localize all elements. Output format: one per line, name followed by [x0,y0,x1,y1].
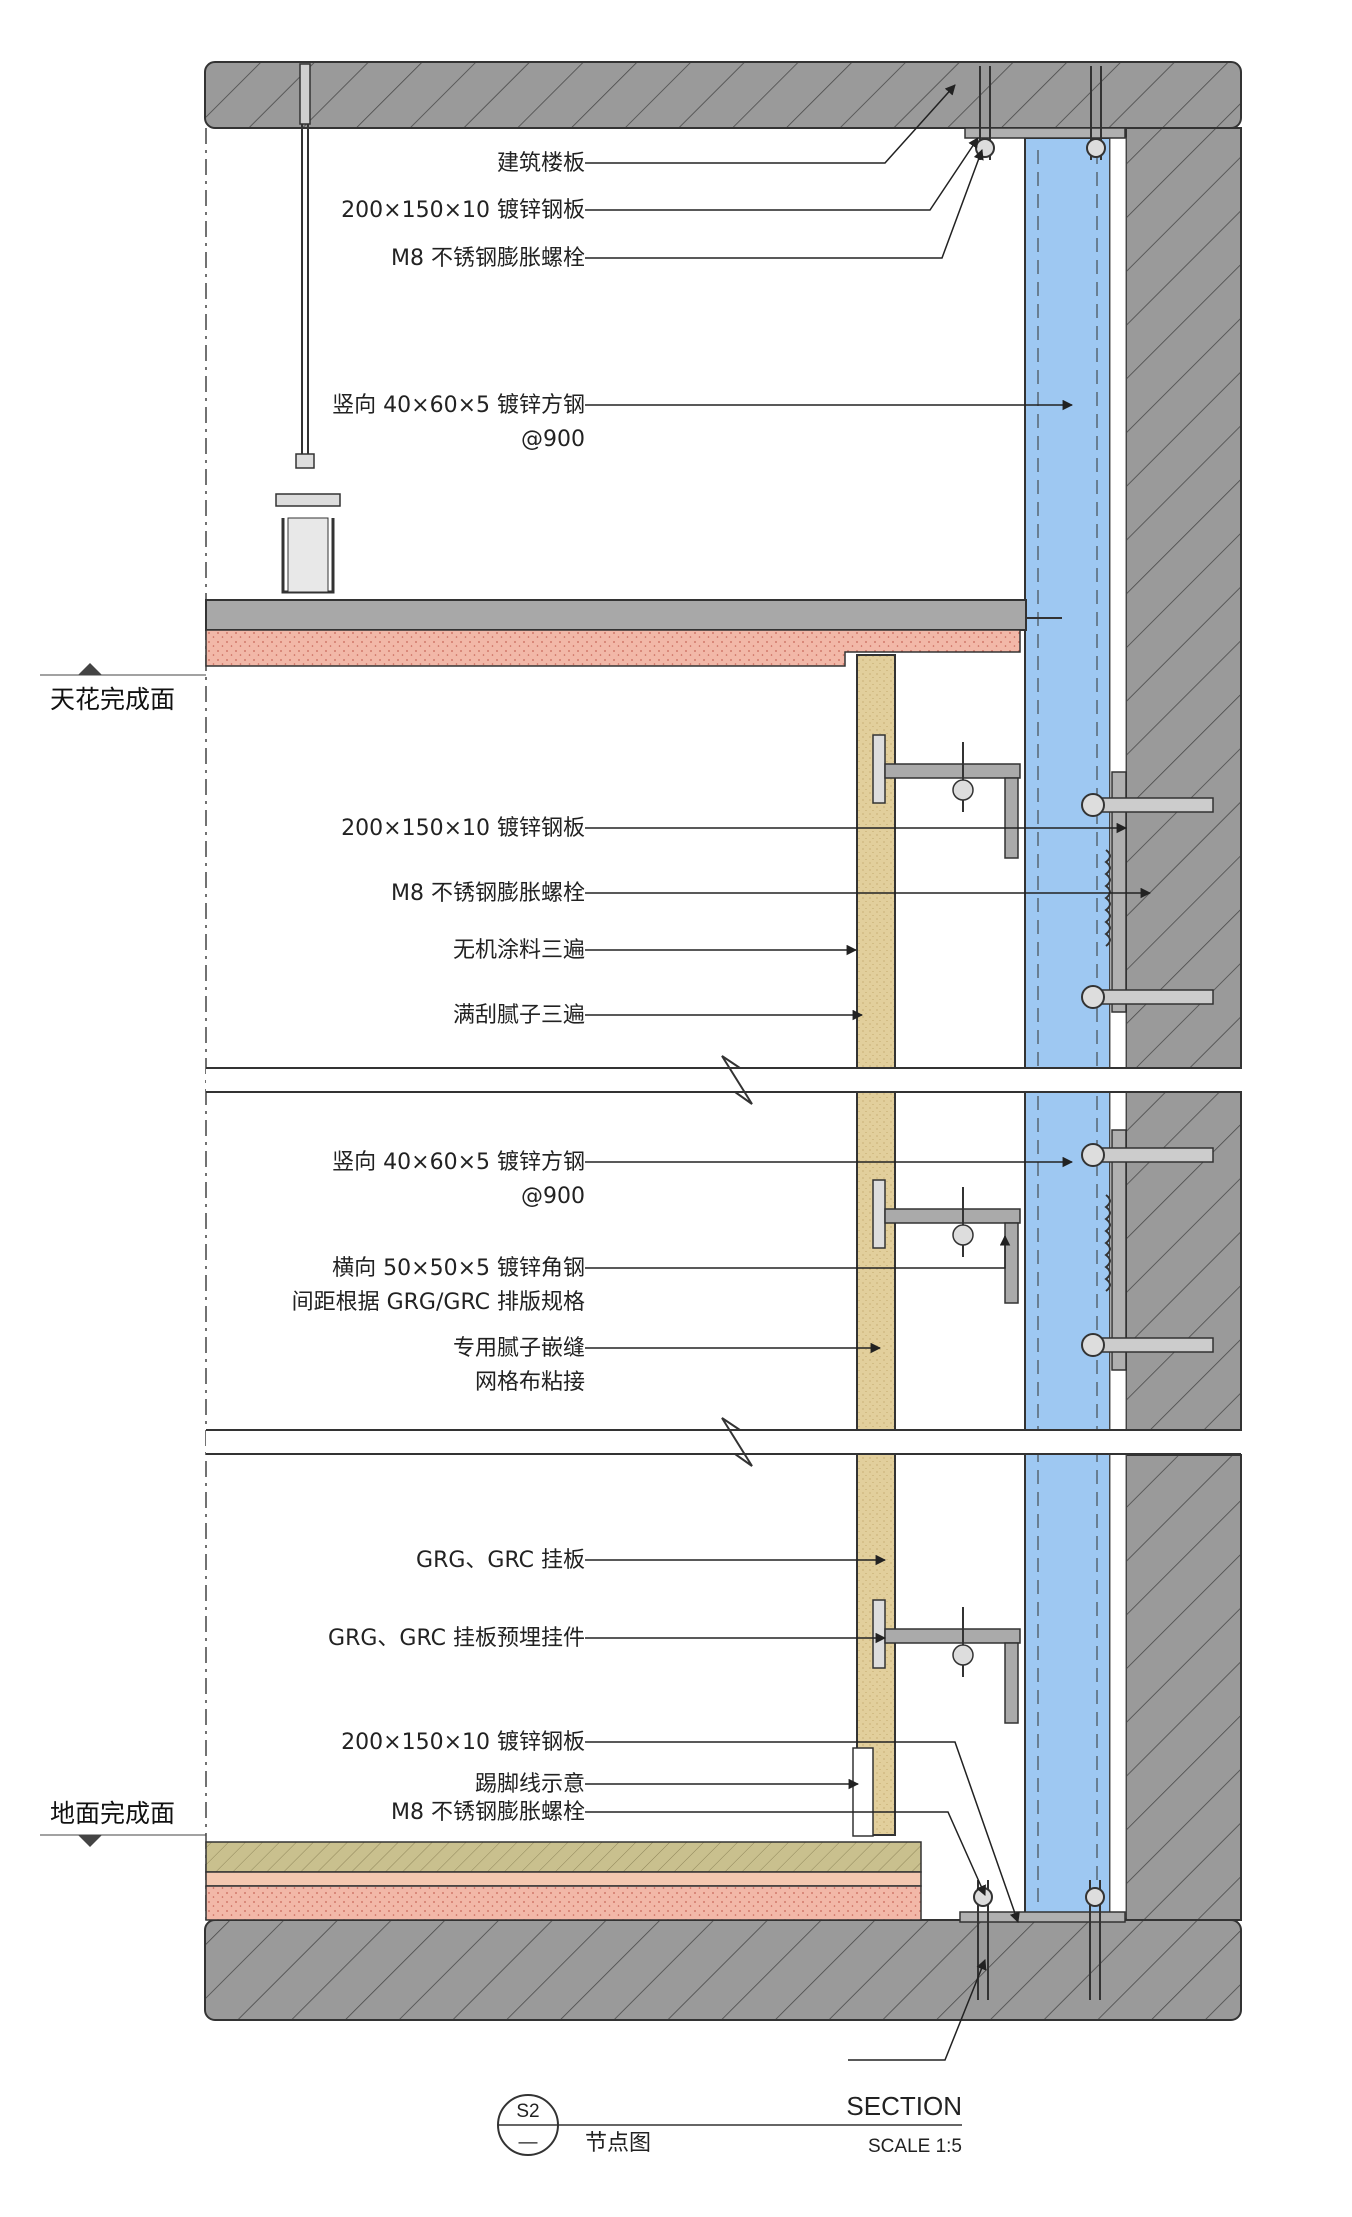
label-grg-embed: GRG、GRC 挂板预埋挂件 [328,1626,585,1651]
bottom-bolt-2 [1085,1880,1105,2000]
label-grg-panel: GRG、GRC 挂板 [416,1548,585,1573]
label-expansion-bolt-mid: M8 不锈钢膨胀螺栓 [391,881,585,906]
annotation-labels: 建筑楼板 200×150×10 镀锌钢板 M8 不锈钢膨胀螺栓 竖向 40×60… [292,151,585,1825]
detail-name: 节点图 [585,2131,651,2156]
wall-middle [1125,1091,1242,1431]
floor-layer-2 [205,1871,922,1887]
label-steel-plate-bottom: 200×150×10 镀锌钢板 [341,1730,585,1755]
ceiling-finish [205,629,1021,667]
label-building-slab: 建筑楼板 [497,151,585,176]
title-block: S2 — 节点图 SECTION SCALE 1:5 [497,2091,962,2157]
break-line-1 [206,1055,1241,1105]
label-steel-plate-mid: 200×150×10 镀锌钢板 [341,816,585,841]
label-spacing-lower: @900 [521,1184,585,1209]
angle-bracket-1 [872,734,1021,859]
wall-anchor-2 [1081,1129,1214,1371]
bottom-steel-plate [959,1911,1126,1923]
top-bolt-2 [1086,66,1106,160]
label-joint-putty: 专用腻子嵌缝 [453,1336,585,1361]
label-paint: 无机涂料三遍 [453,938,585,963]
label-expansion-bolt-bottom: M8 不锈钢膨胀螺栓 [391,1800,585,1825]
section-title: SECTION [846,2091,962,2121]
angle-bracket-2 [872,1179,1021,1304]
bottom-bolt-1 [973,1880,993,2000]
ceiling-board [205,599,1027,631]
detail-number: S2 [516,2101,539,2122]
floor-level-marker: 地面完成面 [40,1799,206,1847]
label-angle-steel: 横向 50×50×5 镀锌角钢 [332,1256,585,1281]
top-slab [204,61,1242,129]
wall-upper [1125,127,1242,1069]
skirting [852,1747,874,1837]
leader-lines [585,84,1152,2061]
hanger-rod [275,63,341,594]
label-vertical-steel-upper: 竖向 40×60×5 镀锌方钢 [332,393,585,418]
floor-screed [205,1841,922,1873]
ceiling-level-marker: 天花完成面 [40,663,206,714]
break-line-2 [206,1417,1241,1467]
label-spacing-upper: @900 [521,427,585,452]
wall-lower [1125,1454,1242,1921]
label-mesh: 网格布粘接 [475,1370,585,1395]
sheet-number: — [519,2132,538,2153]
bottom-slab [204,1919,1242,2021]
scale-label: SCALE 1:5 [868,2136,962,2157]
floor-insulation [205,1885,922,1921]
ceiling-level-label: 天花完成面 [50,685,175,714]
floor-level-label: 地面完成面 [50,1799,175,1828]
label-steel-plate-top: 200×150×10 镀锌钢板 [341,198,585,223]
label-vertical-steel-lower: 竖向 40×60×5 镀锌方钢 [332,1150,585,1175]
label-expansion-bolt-top: M8 不锈钢膨胀螺栓 [391,246,585,271]
label-angle-spacing: 间距根据 GRG/GRC 排版规格 [292,1290,585,1315]
label-skirting: 踢脚线示意 [475,1772,585,1797]
top-steel-plate [964,127,1126,139]
label-putty: 满刮腻子三遍 [453,1003,585,1028]
